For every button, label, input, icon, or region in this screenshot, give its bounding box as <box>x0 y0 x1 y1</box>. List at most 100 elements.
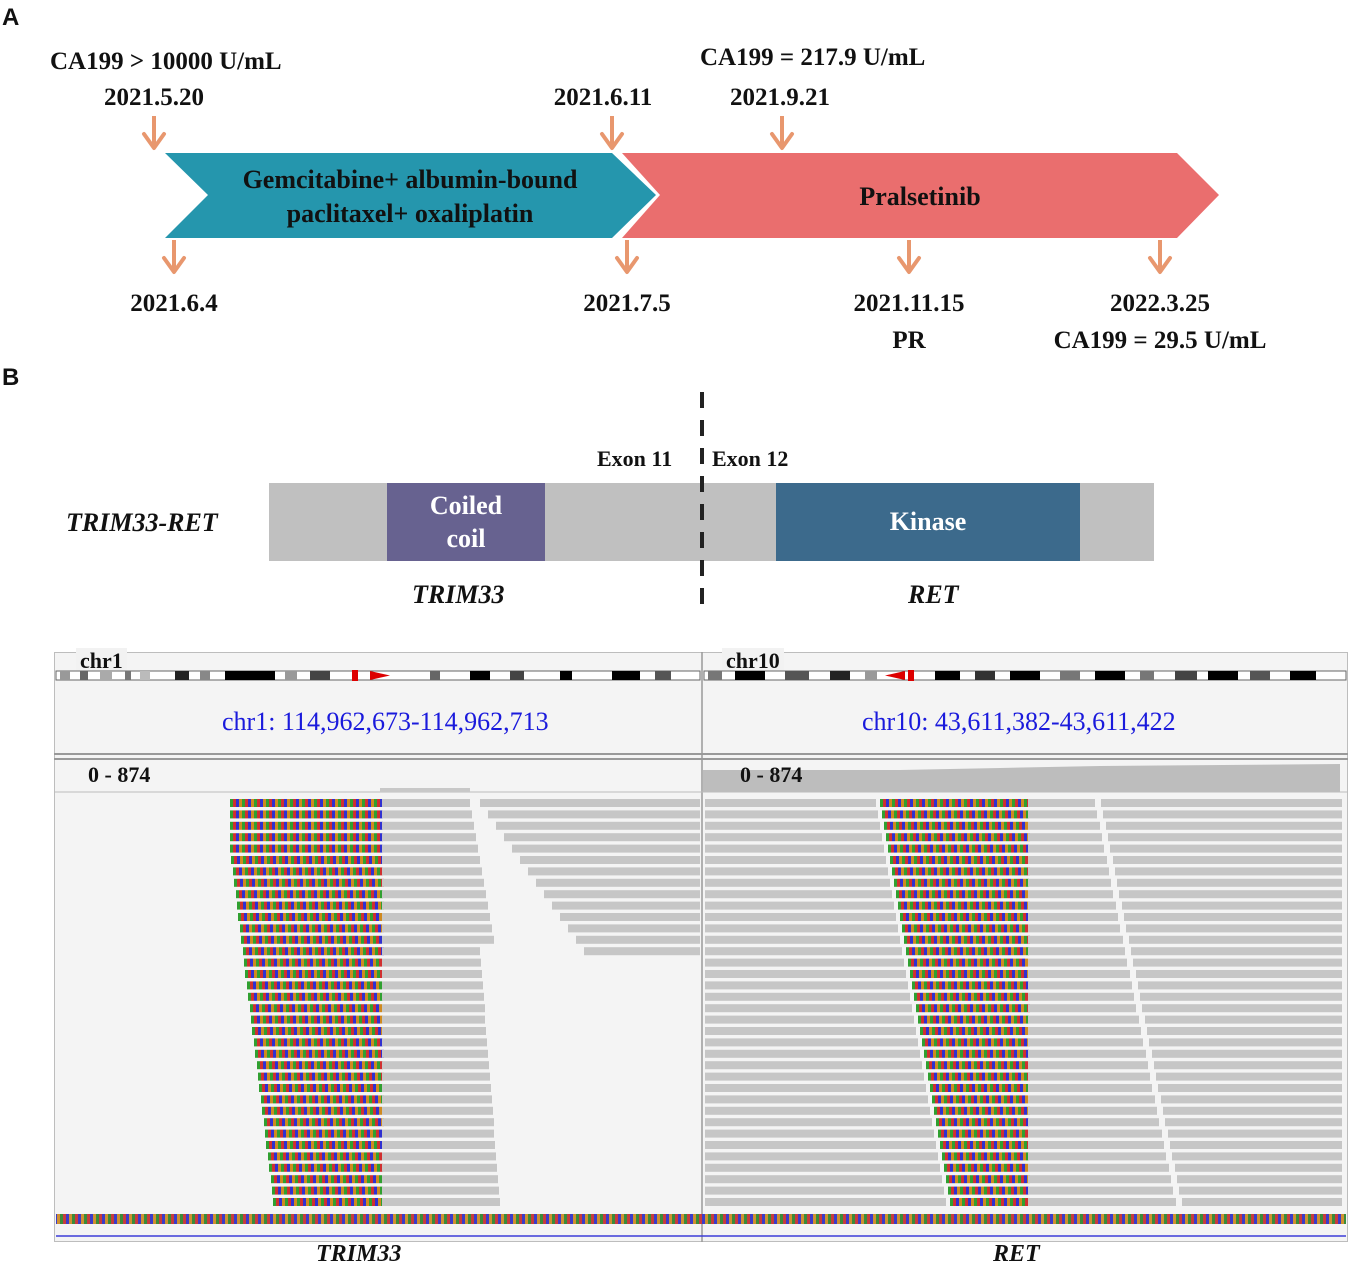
read <box>990 1084 993 1092</box>
read <box>898 833 901 842</box>
read <box>926 958 929 967</box>
read <box>237 901 240 910</box>
read <box>992 1198 995 1206</box>
read <box>989 924 992 933</box>
read <box>963 844 966 853</box>
read <box>957 1186 960 1195</box>
read <box>1028 981 1132 990</box>
read <box>953 1061 956 1070</box>
read <box>938 1061 941 1070</box>
read <box>928 867 931 876</box>
read <box>928 1072 931 1081</box>
read <box>1022 1129 1025 1138</box>
read <box>928 833 931 842</box>
read <box>374 1186 377 1195</box>
read <box>978 878 981 887</box>
read <box>372 947 375 956</box>
read <box>315 856 318 864</box>
read <box>1028 924 1120 933</box>
read <box>382 1175 498 1184</box>
read <box>275 890 278 899</box>
read <box>313 1175 316 1184</box>
read <box>916 935 919 944</box>
read <box>272 867 275 876</box>
read <box>312 1027 315 1035</box>
read <box>988 1004 991 1013</box>
read <box>977 856 980 864</box>
read <box>303 947 306 956</box>
read <box>1154 1061 1342 1070</box>
read <box>1016 1198 1019 1206</box>
read <box>945 981 948 990</box>
read <box>365 867 368 876</box>
read <box>964 901 967 910</box>
read <box>291 1198 294 1206</box>
read <box>319 1084 322 1092</box>
read <box>362 992 365 1001</box>
read <box>285 1095 288 1104</box>
read <box>985 901 988 910</box>
read <box>349 913 352 921</box>
read <box>270 1027 273 1035</box>
read <box>376 1106 379 1115</box>
read <box>954 1084 957 1092</box>
read <box>895 799 898 807</box>
read <box>987 913 990 921</box>
read <box>921 1015 924 1024</box>
read <box>294 856 297 864</box>
read <box>973 1072 976 1081</box>
read <box>322 1175 325 1184</box>
read <box>284 970 287 978</box>
read <box>705 856 886 864</box>
read <box>330 924 333 933</box>
read <box>268 1084 271 1092</box>
read <box>984 947 987 956</box>
read <box>314 867 317 876</box>
read <box>265 958 268 967</box>
read <box>935 1095 938 1104</box>
read <box>933 844 936 853</box>
read <box>1004 958 1007 967</box>
read <box>988 833 991 842</box>
read <box>1028 901 1116 910</box>
read <box>350 867 353 876</box>
read <box>311 1038 314 1047</box>
read <box>965 1027 968 1035</box>
read <box>257 810 260 819</box>
read <box>375 856 378 864</box>
read <box>371 1061 374 1070</box>
read <box>300 1095 303 1104</box>
read <box>269 1038 272 1047</box>
read <box>337 1106 340 1115</box>
read <box>365 844 368 853</box>
read <box>254 992 257 1001</box>
read <box>979 867 982 876</box>
read <box>352 1004 355 1013</box>
read <box>348 947 351 956</box>
read <box>311 799 314 807</box>
read <box>345 878 348 887</box>
read <box>273 878 276 887</box>
read <box>1020 1152 1023 1161</box>
read <box>335 1038 338 1047</box>
read <box>1115 867 1342 876</box>
read <box>1026 947 1029 956</box>
read <box>705 1106 930 1115</box>
read <box>1028 833 1102 842</box>
read <box>971 856 974 864</box>
read <box>1000 1038 1003 1047</box>
coverage-track-right <box>703 764 1340 792</box>
read <box>331 1106 334 1115</box>
read <box>275 833 278 842</box>
read <box>1008 1118 1011 1127</box>
read <box>295 1175 298 1184</box>
read <box>312 901 315 910</box>
read <box>273 1049 276 1058</box>
read <box>254 890 257 899</box>
read <box>269 810 272 819</box>
read <box>236 844 239 853</box>
read <box>1003 833 1006 842</box>
read <box>922 970 925 978</box>
read <box>984 1152 987 1161</box>
